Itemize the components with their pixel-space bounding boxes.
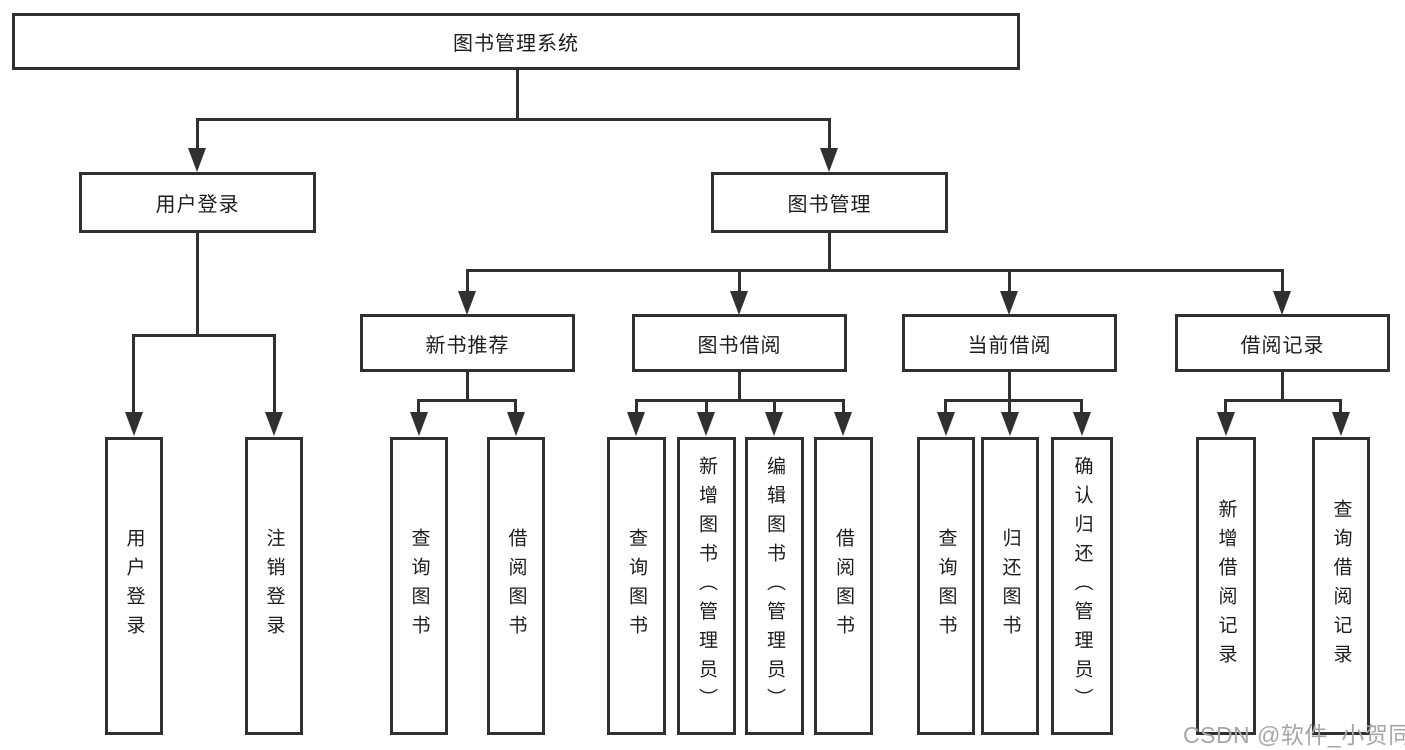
node-label: 查询借阅记录 [1330, 499, 1352, 673]
arrow-down-icon [627, 412, 645, 436]
connector-line [773, 399, 776, 414]
connector-line [1008, 269, 1011, 293]
node-label: 编辑图书（管理员） [764, 455, 785, 717]
node-label: 查询图书 [626, 528, 647, 644]
connector-line [738, 372, 741, 402]
connector-line [466, 269, 469, 293]
node-label: 注销登录 [263, 528, 285, 644]
arrow-down-icon [1000, 291, 1018, 315]
csdn-watermark: CSDN @软件_小贺同学 [1183, 722, 1405, 748]
node-label: 新书推荐 [425, 334, 510, 357]
connector-line [196, 118, 831, 121]
leaf-query-books-current: 查询图书 [917, 437, 975, 735]
node-label: 新增图书（管理员） [696, 455, 717, 717]
connector-line [516, 70, 519, 120]
leaf-confirm-return-admin: 确认归还（管理员） [1051, 437, 1113, 735]
connector-line [132, 334, 135, 414]
node-label: 确认归还（管理员） [1071, 455, 1093, 717]
leaf-query-borrow-record: 查询借阅记录 [1312, 437, 1370, 735]
node-label: 新增借阅记录 [1215, 499, 1237, 673]
connector-line [1008, 399, 1011, 414]
node-label: 借阅图书 [833, 528, 854, 644]
connector-line [514, 399, 517, 414]
connector-line [466, 372, 469, 402]
connector-line [944, 399, 1083, 402]
node-borrow-records: 借阅记录 [1175, 314, 1390, 372]
arrow-down-icon [125, 412, 143, 436]
leaf-borrow-books: 借阅图书 [814, 437, 873, 735]
node-label: 查询图书 [935, 528, 957, 644]
connector-line [635, 399, 638, 414]
connector-line [1224, 399, 1342, 402]
connector-line [417, 399, 517, 402]
arrow-down-icon [458, 291, 476, 315]
arrow-down-icon [820, 148, 838, 172]
connector-line [1339, 399, 1342, 414]
node-root-library-system: 图书管理系统 [12, 13, 1020, 70]
arrow-down-icon [1217, 412, 1235, 436]
arrow-down-icon [1332, 412, 1350, 436]
node-new-book-recommend: 新书推荐 [360, 314, 575, 372]
connector-line [705, 399, 708, 414]
node-label: 用户登录 [123, 528, 145, 644]
node-user-login: 用户登录 [79, 172, 316, 233]
arrow-down-icon [1001, 412, 1019, 436]
leaf-return-books: 归还图书 [981, 437, 1039, 735]
arrow-down-icon [507, 412, 525, 436]
node-label: 借阅图书 [505, 528, 527, 644]
arrow-down-icon [765, 412, 783, 436]
leaf-query-books-recommend: 查询图书 [390, 437, 448, 735]
connector-line [196, 233, 199, 337]
node-label: 借阅记录 [1240, 334, 1325, 357]
arrow-down-icon [410, 412, 428, 436]
connector-line [828, 118, 831, 150]
node-label: 当前借阅 [967, 334, 1052, 357]
leaf-query-books-borrow: 查询图书 [607, 437, 666, 735]
leaf-user-login: 用户登录 [105, 437, 163, 735]
leaf-edit-books-admin: 编辑图书（管理员） [745, 437, 804, 735]
node-current-borrow: 当前借阅 [902, 314, 1117, 372]
connector-line [132, 334, 276, 337]
node-label: 归还图书 [999, 528, 1021, 644]
arrow-down-icon [265, 412, 283, 436]
connector-line [1080, 399, 1083, 414]
connector-line [417, 399, 420, 414]
leaf-borrow-books-recommend: 借阅图书 [487, 437, 545, 735]
connector-line [273, 334, 276, 414]
connector-line [842, 399, 845, 414]
arrow-down-icon [730, 291, 748, 315]
connector-line [944, 399, 947, 414]
connector-line [1008, 372, 1011, 402]
connector-line [828, 233, 831, 272]
node-label: 用户登录 [155, 194, 240, 216]
node-book-management: 图书管理 [711, 172, 948, 233]
arrow-down-icon [188, 148, 206, 172]
node-label: 图书管理 [787, 194, 872, 216]
leaf-add-borrow-record: 新增借阅记录 [1196, 437, 1256, 735]
connector-line [1224, 399, 1227, 414]
leaf-add-books-admin: 新增图书（管理员） [677, 437, 736, 735]
connector-line [196, 118, 199, 150]
connector-line [1281, 269, 1284, 293]
arrow-down-icon [937, 412, 955, 436]
arrow-down-icon [1073, 412, 1091, 436]
node-book-borrow: 图书借阅 [632, 314, 847, 372]
connector-line [635, 399, 845, 402]
node-label: 查询图书 [408, 528, 430, 644]
node-label: 图书借阅 [697, 334, 782, 357]
arrow-down-icon [697, 412, 715, 436]
connector-line [466, 269, 1284, 272]
leaf-logout: 注销登录 [245, 437, 303, 735]
node-label: 图书管理系统 [453, 33, 579, 55]
connector-line [1281, 372, 1284, 402]
connector-line [738, 269, 741, 293]
arrow-down-icon [834, 412, 852, 436]
arrow-down-icon [1273, 291, 1291, 315]
